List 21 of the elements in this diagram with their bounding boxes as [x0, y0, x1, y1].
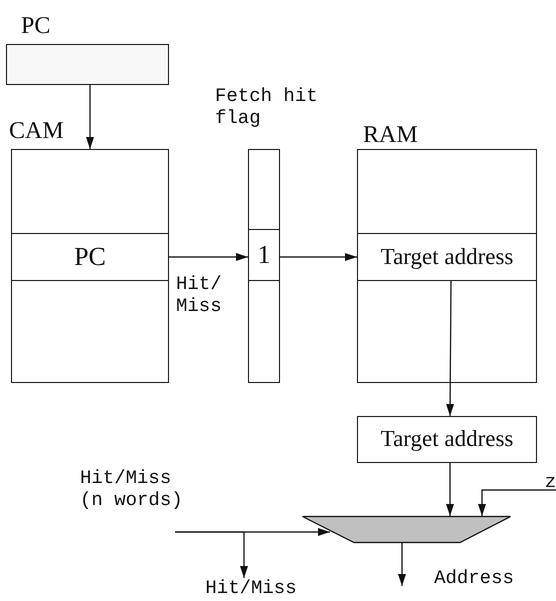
signal-label: z: [545, 472, 556, 490]
arrow: [398, 543, 406, 586]
arrow: [86, 85, 94, 149]
block-heading: Fetch hit flag: [215, 86, 319, 130]
signal-label: Hit/Miss (n words): [80, 468, 205, 532]
arrow: [169, 253, 248, 261]
register-box: Target address: [357, 416, 537, 463]
arrow: [446, 463, 454, 516]
block-heading: RAM: [363, 122, 418, 150]
block-heading: PC: [21, 13, 50, 41]
arrow: [478, 489, 556, 516]
flag-cell: 1: [248, 229, 280, 281]
block-heading: CAM: [9, 118, 64, 146]
signal-label: Hit/Miss: [196, 578, 306, 601]
ram-entry-cell: Target address: [357, 233, 537, 281]
signal-label: Address: [424, 568, 524, 592]
cam-entry-cell: PC: [11, 233, 169, 281]
multiplexer-shape: [302, 516, 511, 543]
arrow: [446, 281, 454, 416]
arrow: [280, 253, 357, 261]
arrow: [175, 531, 248, 578]
